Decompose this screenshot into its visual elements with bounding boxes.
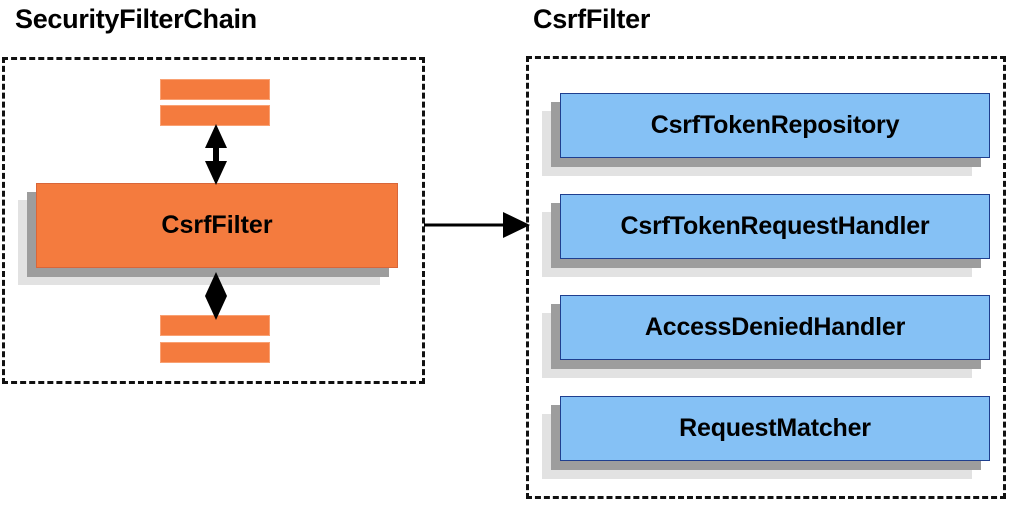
class-box-label: CsrfTokenRequestHandler [620, 212, 930, 240]
class-box-label: CsrfFilter [161, 211, 273, 239]
class-box-access-denied-handler[interactable]: AccessDeniedHandler [560, 295, 990, 360]
filter-stub-bar-1 [160, 79, 270, 100]
group-box-csrf-filter [526, 56, 1006, 499]
class-box-request-matcher[interactable]: RequestMatcher [560, 396, 990, 461]
class-box-csrf-token-request-handler[interactable]: CsrfTokenRequestHandler [560, 194, 990, 259]
class-box-csrf-filter[interactable]: CsrfFilter [36, 183, 398, 268]
filter-stub-bar-4 [160, 342, 270, 363]
page-title-csrf-filter: CsrfFilter [533, 4, 651, 34]
class-box-label: CsrfTokenRepository [650, 111, 900, 139]
class-box-label: AccessDeniedHandler [644, 313, 906, 341]
connector-arrow-left-to-right [424, 212, 530, 238]
filter-stub-bar-3 [160, 315, 270, 336]
page-title-security-filter-chain: SecurityFilterChain [15, 4, 257, 34]
class-box-label: RequestMatcher [679, 414, 871, 442]
class-box-csrf-token-repository[interactable]: CsrfTokenRepository [560, 93, 990, 158]
group-box-security-filter-chain [2, 57, 425, 384]
filter-stub-bar-2 [160, 105, 270, 126]
